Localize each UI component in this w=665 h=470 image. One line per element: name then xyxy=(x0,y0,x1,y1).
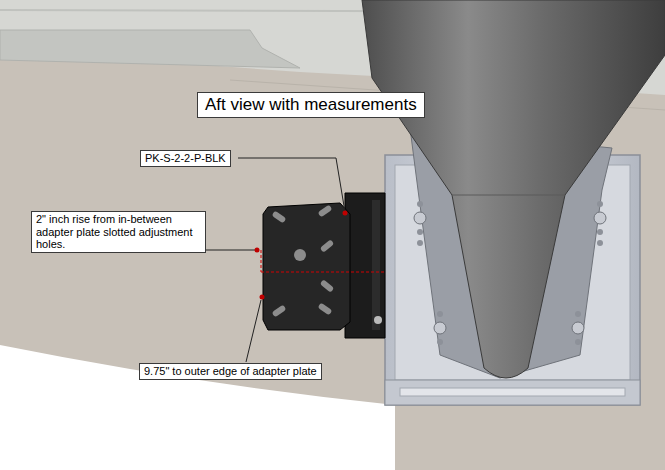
slot xyxy=(320,279,335,293)
leader-line xyxy=(238,158,345,212)
slot xyxy=(318,205,333,218)
bolt xyxy=(594,212,606,224)
stringer xyxy=(0,30,300,68)
center-hole xyxy=(294,249,306,261)
leader-dot xyxy=(260,295,265,300)
hole xyxy=(437,339,443,345)
hole xyxy=(417,229,423,235)
hole xyxy=(597,229,603,235)
callout-text: 2" inch rise from in-between adapter pla… xyxy=(36,213,201,251)
leader-line xyxy=(246,300,261,362)
white-ground xyxy=(0,345,395,470)
hole xyxy=(597,201,603,207)
leader-dot xyxy=(255,248,260,253)
view-title: Aft view with measurements xyxy=(205,95,417,115)
leader-dot xyxy=(343,211,348,216)
hole xyxy=(417,240,423,246)
callout-text: PK-S-2-2-P-BLK xyxy=(145,152,226,165)
fastener xyxy=(374,316,382,324)
leader-line xyxy=(206,250,255,251)
jack-plate-base xyxy=(385,380,640,405)
edge-note-callout: 9.75" to outer edge of adapter plate xyxy=(139,363,322,380)
adapter-plate xyxy=(263,203,350,330)
bolt xyxy=(434,322,446,334)
bolt xyxy=(572,322,584,334)
rise-note-callout: 2" inch rise from in-between adapter pla… xyxy=(31,211,206,253)
hole xyxy=(437,311,443,317)
hole xyxy=(417,201,423,207)
jack-plate-rail xyxy=(400,388,625,396)
slot xyxy=(320,239,335,253)
slotted-holes xyxy=(272,205,335,318)
lower-unit-seam xyxy=(452,195,565,196)
slot xyxy=(318,303,333,316)
view-title-box: Aft view with measurements xyxy=(197,92,425,118)
dimension-line xyxy=(261,250,262,272)
slot xyxy=(272,211,287,224)
callout-text: 9.75" to outer edge of adapter plate xyxy=(144,365,317,378)
hole xyxy=(575,339,581,345)
dimension-line xyxy=(261,272,386,273)
adapter-block xyxy=(345,193,385,338)
bolt xyxy=(414,212,426,224)
adapter-rib xyxy=(372,200,380,330)
hole xyxy=(597,240,603,246)
hole xyxy=(575,311,581,317)
slot xyxy=(272,305,287,318)
part-number-callout: PK-S-2-2-P-BLK xyxy=(140,150,231,167)
outboard-lower-unit xyxy=(362,0,665,378)
